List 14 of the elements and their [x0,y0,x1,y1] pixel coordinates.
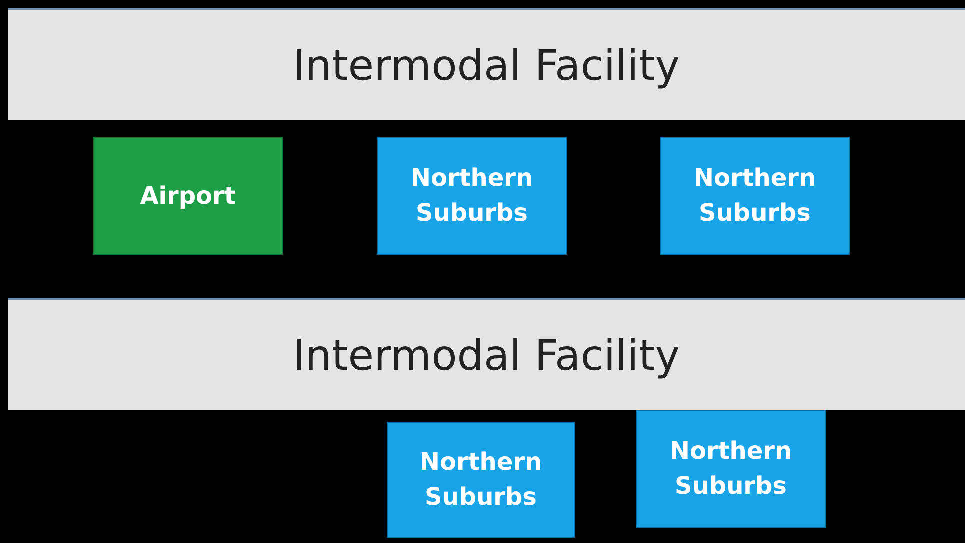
facility-band [8,8,965,120]
place-label: Northern Suburbs [668,436,794,502]
area-box [636,410,826,528]
place-label: Airport [140,180,236,212]
area-box [660,137,850,255]
area-box [387,422,575,538]
facility-band [8,298,965,410]
area-box [377,137,567,255]
place-label: Northern Suburbs [410,163,534,229]
place-label: Northern Suburbs [418,447,544,513]
airport-box [93,137,283,255]
place-label: Northern Suburbs [692,163,818,229]
band-title: Intermodal Facility [292,330,680,380]
band-title: Intermodal Facility [292,40,680,90]
